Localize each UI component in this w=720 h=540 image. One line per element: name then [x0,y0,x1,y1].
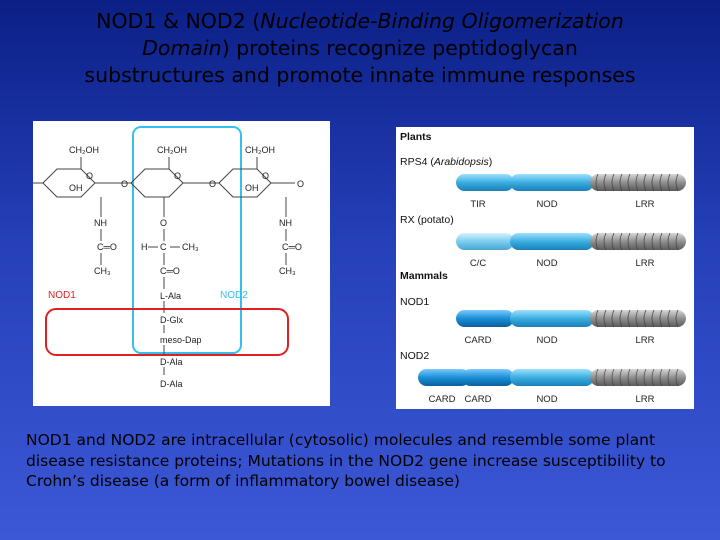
domain-architecture-diagram: Plants Mammals RPS4 (Arabidopsis) RX (po… [400,131,686,405]
nod-domain [510,369,594,386]
peptide-d-ala-1: D-Ala [160,357,183,367]
muramyl-c-label: C [160,242,167,252]
peptidoglycan-structure-figure: CH₂OH CH₂OH CH₂OH O O O O O O OH OH NH N… [33,121,330,406]
ch2oh-label-1: CH₂OH [69,145,99,155]
methyl-label-2: CH₃ [279,266,296,276]
ring-oxygen-label-2: O [174,171,181,181]
mammals-heading: Mammals [400,270,448,282]
carbonyl-label-1: C═O [97,242,117,252]
nod1-highlight-box [45,308,289,356]
peptide-d-glx: D-Glx [160,315,183,325]
rps4-label: RPS4 (Arabidopsis) [400,156,492,168]
cc-domain [456,233,514,250]
linker-oxygen-label-1: O [121,179,128,189]
card-domain-1 [418,369,470,386]
slide-title: NOD1 & NOD2 (Nucleotide-Binding Oligomer… [84,9,636,87]
ch2oh-label-2: CH₂OH [157,145,187,155]
card-domain-2 [462,369,514,386]
nod1-nod-label: NOD [536,335,557,346]
muramyl-h-label: H [141,242,148,252]
peptide-d-ala-2: D-Ala [160,379,183,389]
plants-heading: Plants [400,131,432,143]
ring-oxygen-label-3: O [262,171,269,181]
linker-oxygen-label-2: O [209,179,216,189]
rx-domain-bar [456,232,686,251]
rps4-tir-label: TIR [470,199,485,210]
nod-domain [510,310,594,327]
nod2-highlight-box [132,126,242,354]
muramyl-carbonyl-label: C═O [160,266,180,276]
methyl-label-1: CH₃ [94,266,111,276]
tir-domain [456,174,514,191]
nod2-lrr-label: LRR [635,394,654,405]
lrr-domain [590,310,686,327]
lrr-domain [590,174,686,191]
rx-lrr-label: LRR [635,258,654,269]
nod2-nod-label: NOD [536,394,557,405]
hydroxyl-label-2: OH [245,183,259,193]
nod1-lrr-label: LRR [635,335,654,346]
peptidoglycan-structure-diagram: CH₂OH CH₂OH CH₂OH O O O O O O OH OH NH N… [33,126,304,389]
nod2-domain-bar [418,368,686,387]
rx-nod-label: NOD [536,258,557,269]
nod1-card-label: CARD [465,335,492,346]
nod1-domain-bar [456,309,686,328]
nod2-protein-label: NOD2 [400,350,429,362]
ch2oh-label-3: CH₂OH [245,145,275,155]
carbonyl-label-2: C═O [282,242,302,252]
lrr-domain [590,233,686,250]
hydroxyl-label-1: OH [69,183,83,193]
nh-label-2: NH [279,218,292,228]
rx-cc-label: C/C [470,258,487,269]
nod1-protein-label: NOD1 [400,296,429,308]
muramyl-ch3-label: CH₃ [182,242,199,252]
nod-domain [510,233,594,250]
rps4-nod-label: NOD [536,199,557,210]
nod2-card2-label: CARD [465,394,492,405]
peptide-l-ala: L-Ala [160,291,181,301]
rx-label: RX (potato) [400,214,454,226]
peptide-meso-dap: meso-Dap [160,335,202,345]
rps4-domain-bar [456,173,686,192]
nod1-label: NOD1 [48,290,76,301]
lrr-domain [590,369,686,386]
nod2-label: NOD2 [220,290,248,301]
slide-caption: NOD1 and NOD2 are intracellular (cytosol… [26,431,666,490]
linker-oxygen-label-3: O [297,179,304,189]
nod2-card1-label: CARD [429,394,456,405]
card-domain [456,310,514,327]
nod-domain [510,174,594,191]
domain-architecture-figure: Plants Mammals RPS4 (Arabidopsis) RX (po… [396,127,694,409]
ring-oxygen-label-1: O [86,171,93,181]
nh-label-1: NH [94,218,107,228]
rps4-lrr-label: LRR [635,199,654,210]
muramyl-oxygen-label: O [160,218,167,228]
